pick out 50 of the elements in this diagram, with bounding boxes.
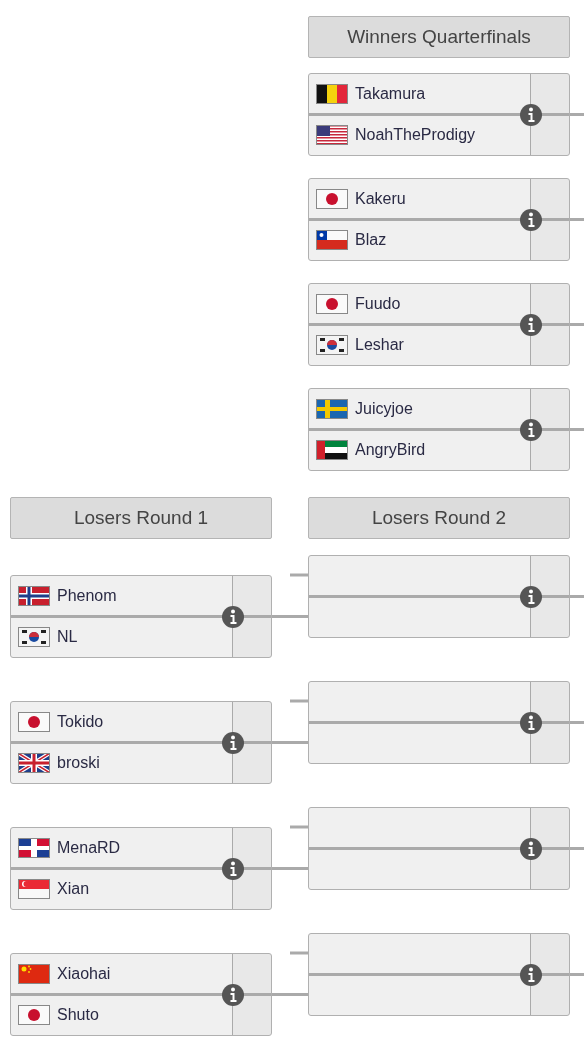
player-name: Xian [57, 880, 90, 898]
match-box [308, 555, 570, 638]
connector-line [570, 218, 584, 221]
player-name: Tokido [57, 713, 104, 731]
player-name: Kakeru [355, 190, 406, 208]
player-name: NL [57, 628, 78, 646]
match-box [308, 933, 570, 1016]
player-name: Takamura [355, 85, 426, 103]
connector-line [570, 323, 584, 326]
player-name: Fuudo [355, 295, 401, 313]
connector-line [290, 951, 308, 955]
match-box [308, 283, 570, 366]
connector-line [272, 741, 308, 744]
connector-line [290, 573, 308, 577]
player-name: Juicyjoe [355, 400, 413, 418]
match-box [308, 388, 570, 471]
connector-line [272, 867, 308, 870]
match-box [10, 701, 272, 784]
connector-line [272, 615, 308, 618]
player-name: Xiaohai [57, 965, 111, 983]
match-box [10, 575, 272, 658]
round-header [308, 497, 570, 539]
connector-line [570, 428, 584, 431]
connector-line [272, 993, 308, 996]
connector-line [570, 113, 584, 116]
connector-line [570, 721, 584, 724]
match-box [308, 73, 570, 156]
player-name: Leshar [355, 336, 404, 354]
connector-line [570, 847, 584, 850]
player-name: Phenom [57, 587, 117, 605]
player-name: Shuto [57, 1006, 99, 1024]
match-box [10, 953, 272, 1036]
player-name: AngryBird [355, 441, 426, 459]
connector-line [290, 825, 308, 829]
round-title: Winners Quarterfinals [347, 26, 531, 48]
round-header [10, 497, 272, 539]
match-box [308, 681, 570, 764]
match-box [10, 827, 272, 910]
round-title: Losers Round 2 [371, 507, 507, 529]
match-box [308, 178, 570, 261]
player-name: broski [57, 754, 100, 772]
connector-line [290, 699, 308, 703]
round-header [308, 16, 570, 58]
player-name: MenaRD [57, 839, 121, 857]
player-name: Blaz [355, 231, 387, 249]
round-title: Losers Round 1 [73, 507, 209, 529]
connector-line [570, 595, 584, 598]
player-name: NoahTheProdigy [355, 126, 476, 144]
connector-line [570, 973, 584, 976]
match-box [308, 807, 570, 890]
